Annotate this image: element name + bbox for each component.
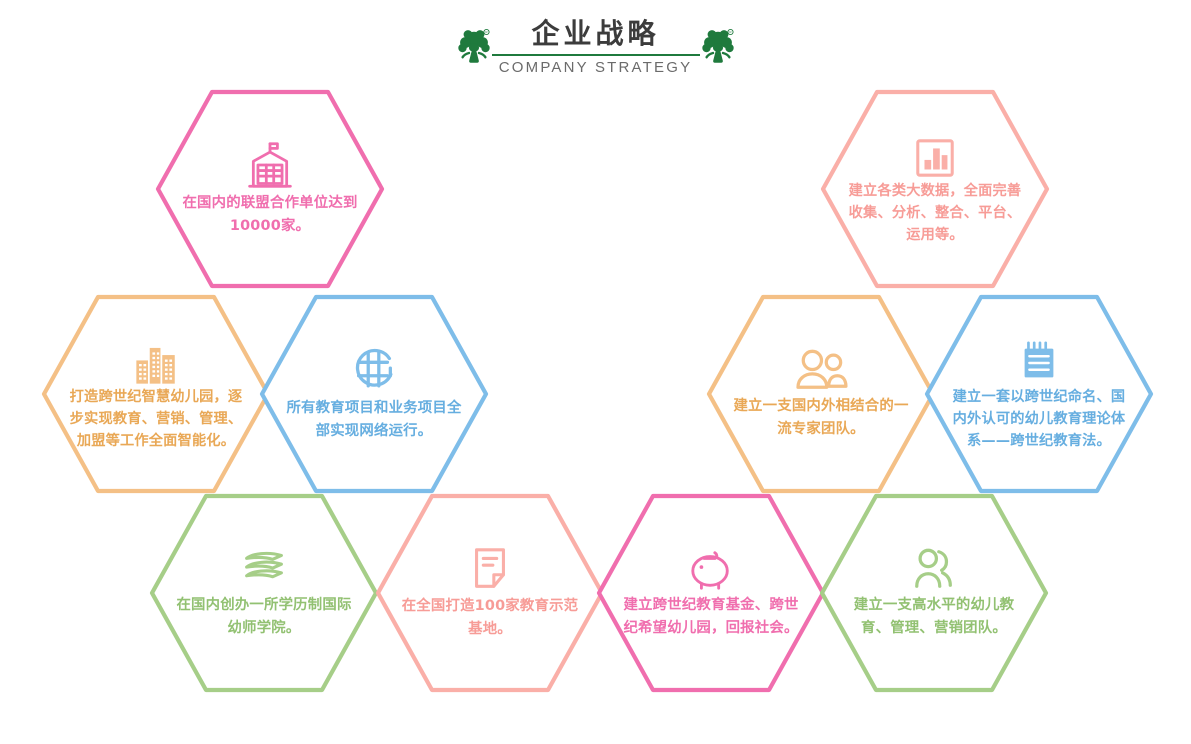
svg-text:R: R bbox=[729, 30, 732, 34]
hex-text: 建立跨世纪教育基金、跨世纪希望幼儿园，回报社会。 bbox=[623, 596, 799, 636]
company-tree-logo-right: R bbox=[700, 28, 736, 68]
page-title: 企业战略 bbox=[531, 18, 660, 49]
page-header: R 企业战略 COMPANY STRATEGY bbox=[0, 18, 1191, 77]
document-icon bbox=[468, 545, 512, 593]
header-title-block: 企业战略 COMPANY STRATEGY bbox=[491, 18, 700, 77]
hex-alliance-partners[interactable]: 在国内的联盟合作单位达到10000家。 bbox=[154, 88, 386, 290]
piggy-bank-icon bbox=[683, 546, 739, 592]
hex-demo-bases[interactable]: 在全国打造100家教育示范基地。 bbox=[374, 492, 606, 694]
company-tree-logo-left: R bbox=[456, 28, 492, 68]
hex-big-data[interactable]: 建立各类大数据，全面完善收集、分析、整合、平台、运用等。 bbox=[819, 88, 1051, 290]
hex-text: 在全国打造100家教育示范基地。 bbox=[401, 597, 579, 637]
hex-text: 建立一套以跨世纪命名、国内外认可的幼儿教育理论体系——跨世纪教育法。 bbox=[952, 389, 1126, 449]
hex-network-operations[interactable]: 所有教育项目和业务项目全部实现网络运行。 bbox=[258, 293, 490, 495]
hex-high-level-team[interactable]: 建立一支高水平的幼儿教育、管理、营销团队。 bbox=[818, 492, 1050, 694]
school-building-icon bbox=[242, 140, 298, 190]
globe-network-icon bbox=[347, 345, 401, 395]
city-buildings-icon bbox=[131, 342, 181, 386]
hex-text: 在国内创办一所学历制国际幼师学院。 bbox=[176, 596, 352, 636]
hex-text: 建立一支高水平的幼儿教育、管理、营销团队。 bbox=[853, 596, 1015, 636]
hex-text: 建立一支国内外相结合的一流专家团队。 bbox=[733, 397, 909, 437]
svg-text:R: R bbox=[485, 30, 488, 34]
notepad-icon bbox=[1017, 340, 1061, 386]
hex-teacher-college[interactable]: 在国内创办一所学历制国际幼师学院。 bbox=[148, 492, 380, 694]
person-pair-icon bbox=[908, 546, 960, 592]
hex-education-fund[interactable]: 建立跨世纪教育基金、跨世纪希望幼儿园，回报社会。 bbox=[595, 492, 827, 694]
hex-text: 所有教育项目和业务项目全部实现网络运行。 bbox=[286, 399, 462, 439]
bar-chart-icon bbox=[912, 136, 958, 180]
page-subtitle: COMPANY STRATEGY bbox=[498, 59, 693, 76]
hex-smart-kindergarten[interactable]: 打造跨世纪智慧幼儿园，逐步实现教育、营销、管理、加盟等工作全面智能化。 bbox=[40, 293, 272, 495]
title-divider bbox=[491, 54, 700, 56]
two-people-icon bbox=[790, 347, 852, 393]
hex-text: 打造跨世纪智慧幼儿园，逐步实现教育、营销、管理、加盟等工作全面智能化。 bbox=[69, 389, 243, 449]
hex-text: 建立各类大数据，全面完善收集、分析、整合、平台、运用等。 bbox=[848, 183, 1022, 243]
stacked-books-icon bbox=[235, 546, 293, 592]
hex-education-theory[interactable]: 建立一套以跨世纪命名、国内外认可的幼儿教育理论体系——跨世纪教育法。 bbox=[923, 293, 1155, 495]
hex-text: 在国内的联盟合作单位达到10000家。 bbox=[182, 194, 358, 234]
hex-expert-team[interactable]: 建立一支国内外相结合的一流专家团队。 bbox=[705, 293, 937, 495]
